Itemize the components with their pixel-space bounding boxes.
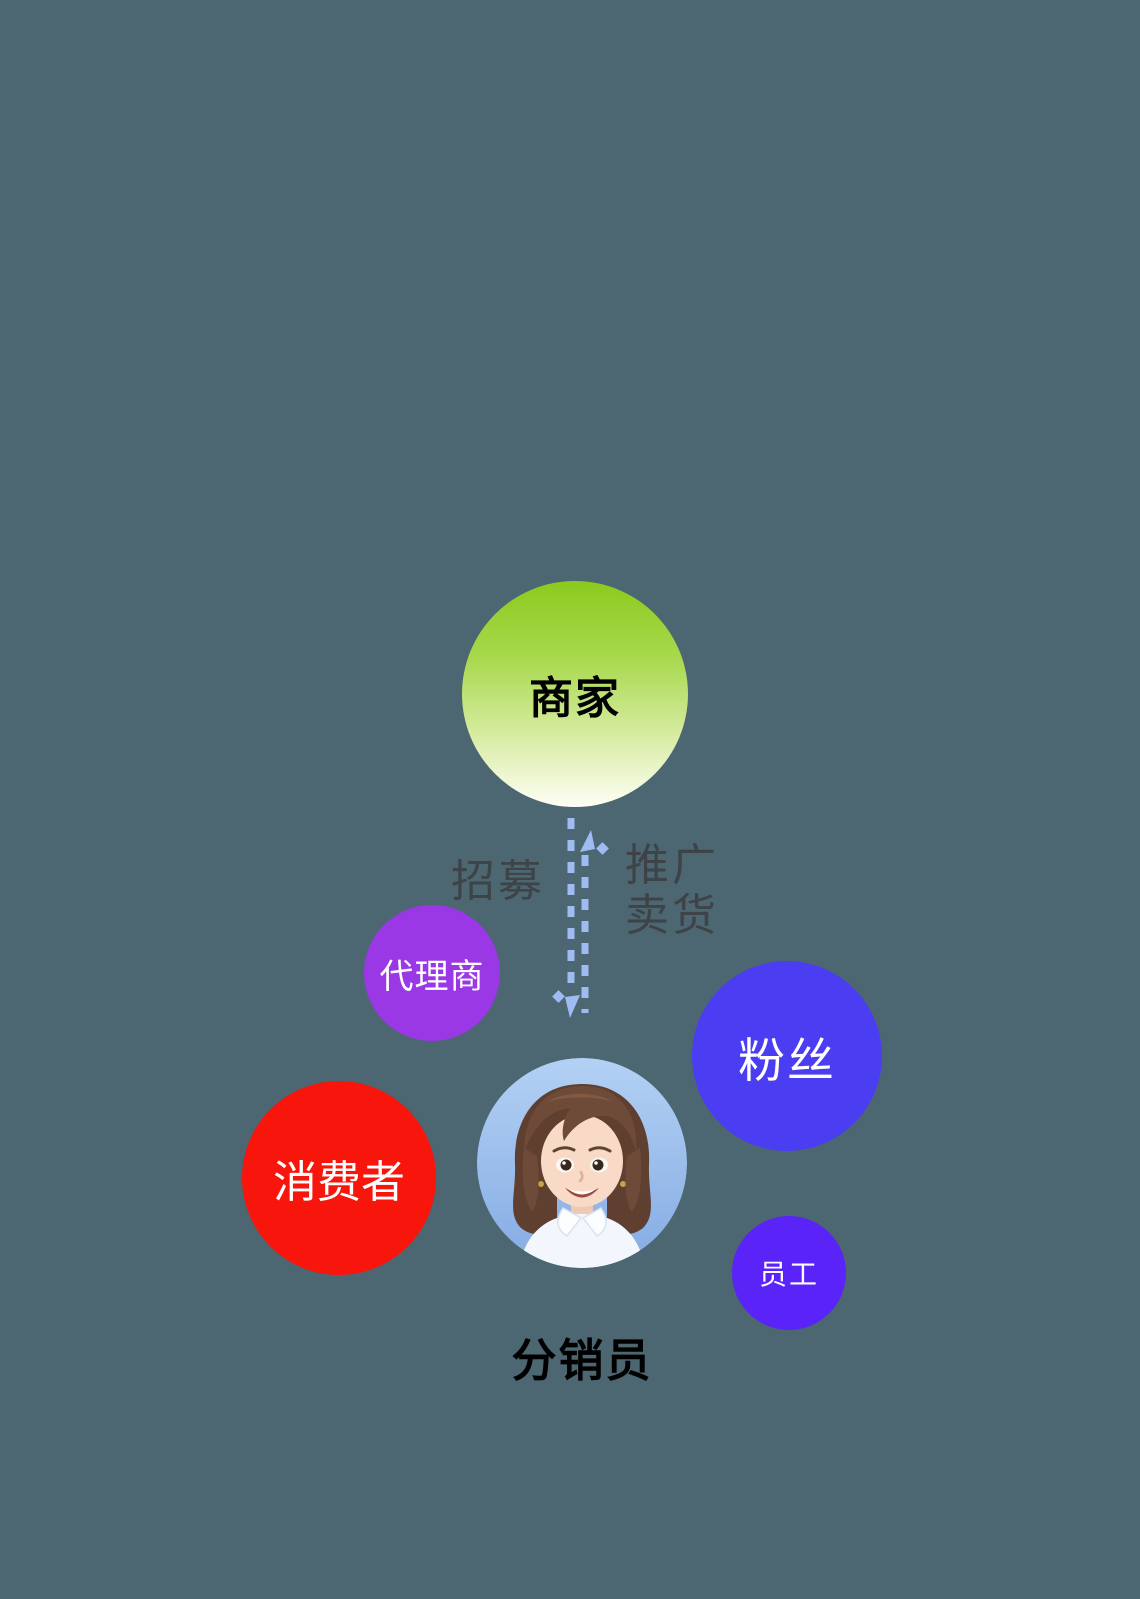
employee-label: 员工	[758, 1259, 819, 1290]
arrow-head-down	[565, 995, 580, 1018]
bidirectional-dashed-arrows-icon	[552, 818, 609, 1018]
distributor-avatar-image	[477, 1058, 687, 1268]
fans-node: 粉丝	[692, 961, 882, 1151]
agent-node: 代理商	[364, 905, 500, 1041]
recruit-flow-label: 招募	[451, 857, 545, 906]
consumer-node: 消费者	[242, 1081, 436, 1275]
woman-avatar-icon	[477, 1058, 687, 1268]
promote-label-line1: 推广	[625, 841, 719, 890]
distributor-label: 分销员	[511, 1335, 653, 1386]
promote-sell-flow-label: 推广 卖货	[607, 841, 737, 941]
consumer-label: 消费者	[273, 1158, 405, 1207]
agent-label: 代理商	[379, 957, 485, 996]
employee-node: 员工	[732, 1216, 846, 1330]
merchant-label: 商家	[529, 674, 621, 723]
promote-label-line2: 卖货	[625, 891, 719, 940]
merchant-node: 商家	[462, 581, 688, 807]
arrow-head-up	[580, 830, 595, 852]
fans-label: 粉丝	[738, 1033, 836, 1087]
arrow-dash-diamond	[552, 990, 565, 1003]
